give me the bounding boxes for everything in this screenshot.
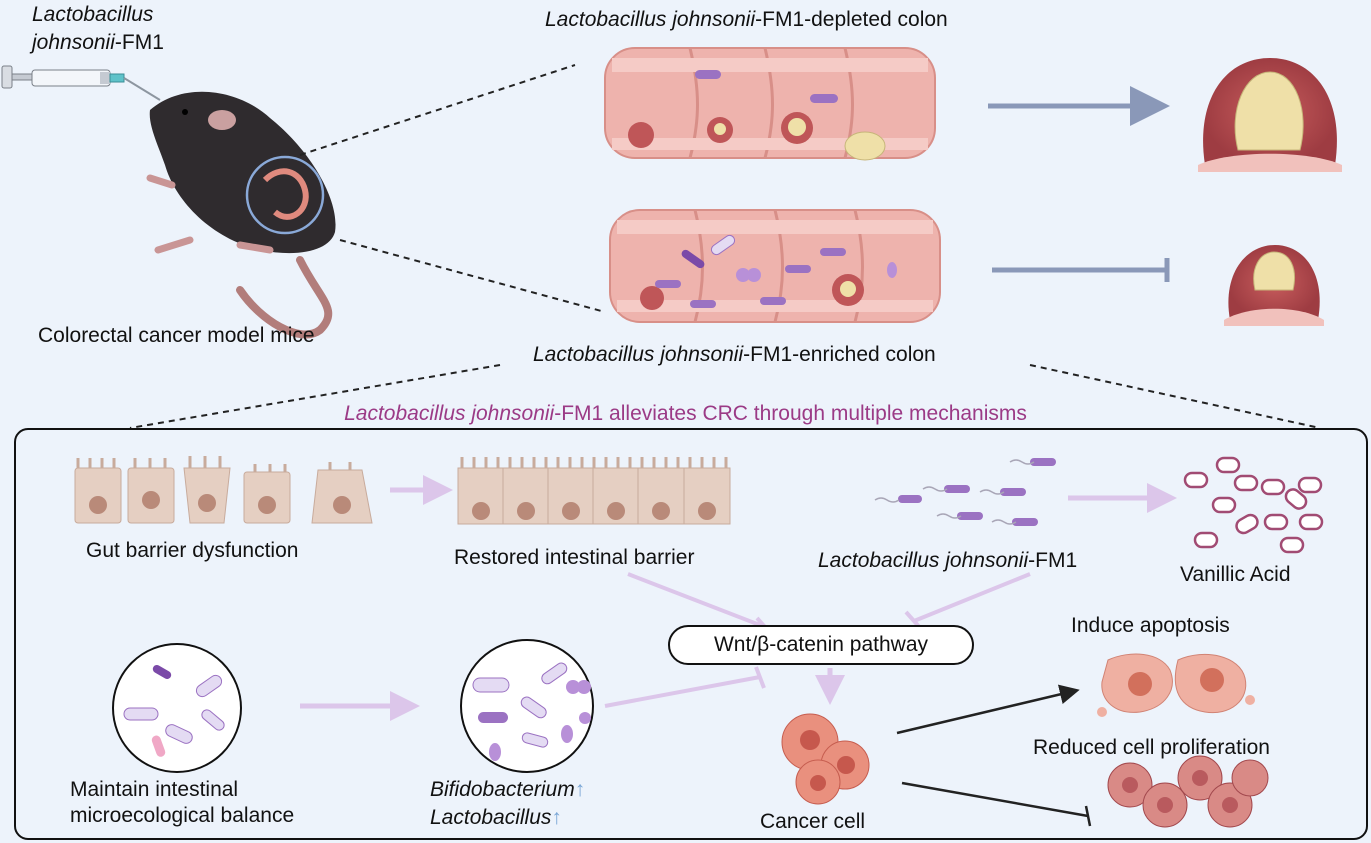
restored-barrier-label: Restored intestinal barrier [454, 546, 695, 569]
gut-dysfunction-label: Gut barrier dysfunction [86, 539, 299, 562]
epithelial-cell-icon [457, 457, 731, 525]
tumor-icon [1198, 58, 1342, 172]
induce-apoptosis-label: Induce apoptosis [1071, 614, 1230, 637]
cancer-cell-icon [1107, 755, 1269, 828]
reduced-proliferation-label: Reduced cell proliferation [1033, 736, 1270, 759]
vanillic-acid-icon [1183, 456, 1324, 554]
balance-label-line1: Maintain intestinal [70, 778, 239, 801]
mechanisms-panel [14, 428, 1368, 840]
vanillic-acid-label: Vanillic Acid [1180, 563, 1291, 586]
syringe-icon [1, 65, 161, 101]
cancer-cell-icon [1097, 653, 1255, 717]
epithelial-cell-icon [74, 456, 373, 524]
balance-label-line2: microecological balance [70, 804, 295, 827]
probiotic-label-line2: johnsonii-FM1 [32, 31, 164, 54]
bacteria-icon [874, 458, 1056, 526]
mice-label: Colorectal cancer model mice [38, 324, 315, 347]
strain-label: Lactobacillus johnsonii-FM1 [818, 549, 1078, 572]
wnt-pathway-box: Wnt/β-catenin pathway [668, 625, 974, 665]
bacteria-icon [655, 234, 897, 308]
enriched-colon-label: Lactobacillus johnsonii-FM1-enriched col… [533, 343, 936, 366]
probiotic-label-line1: Lactobacillus [32, 3, 154, 26]
mouse-icon [146, 91, 336, 339]
cancer-cell-icon [781, 713, 870, 805]
depleted-colon-label: Lactobacillus johnsonii-FM1-depleted col… [545, 8, 948, 31]
microbiota-circle-icon [460, 639, 594, 773]
cancer-cell-label: Cancer cell [760, 810, 866, 833]
tumor-icon [1224, 245, 1324, 326]
mechanisms-title: Lactobacillus johnsonii-FM1 alleviates C… [344, 402, 1027, 425]
bifidobacterium-label: Bifidobacterium↑ [430, 778, 586, 801]
lactobacillus-label: Lactobacillus↑ [430, 806, 562, 829]
colon-icon [609, 209, 941, 323]
colon-icon [604, 47, 936, 161]
microbiota-circle-icon [112, 643, 242, 773]
